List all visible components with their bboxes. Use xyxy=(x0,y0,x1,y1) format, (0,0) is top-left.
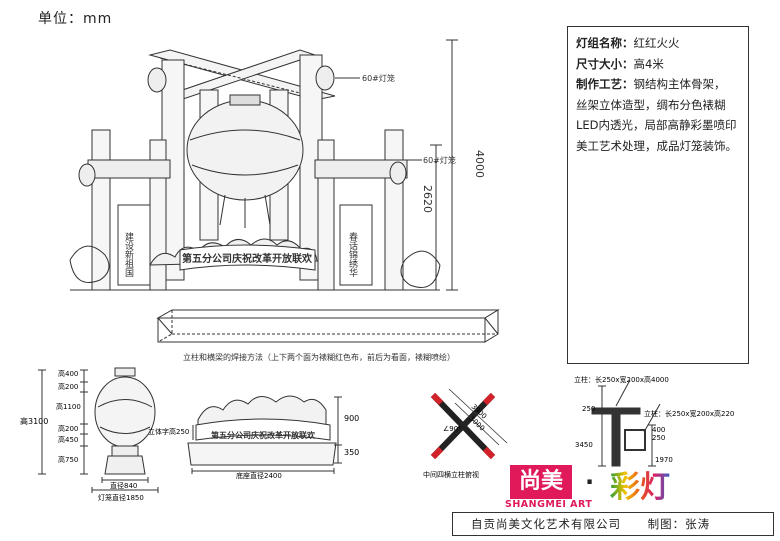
cross-caption: 中间四横立柱俯视 xyxy=(423,470,479,479)
spec-process-line-2: 丝架立体造型，绸布分色裱糊 xyxy=(576,97,726,112)
logo-dot: · xyxy=(585,468,595,496)
lantern-h-total: 高3100 xyxy=(20,416,48,426)
spec-size-row: 尺寸大小：高4米 xyxy=(576,54,748,75)
base-detail-drawing: 第五分公司庆祝改革开放联欢 立体字高250 900 350 底座直径2400 xyxy=(148,395,359,480)
shangmei-logo-sub: SHANGMEI ART xyxy=(505,499,593,510)
lantern-h-1100: 高1100 xyxy=(56,402,81,411)
base-text-height: 立体字高250 xyxy=(148,427,189,436)
spec-size-value: 高4米 xyxy=(633,56,664,71)
right-scroll-text: 春话锦绣华 xyxy=(347,231,358,278)
footer-designer: 制图：张涛 xyxy=(647,517,711,531)
spec-size-label: 尺寸大小： xyxy=(576,56,634,71)
column-dim-250b: 250 xyxy=(652,434,665,442)
spec-name-row: 灯组名称：红红火火 xyxy=(576,33,748,54)
banner-text: 第五分公司庆祝改革开放联欢 xyxy=(182,252,313,265)
spec-process-line-3: LED内透光，局部高静彩墨喷印 xyxy=(576,118,737,132)
lantern-h-200b: 高200 xyxy=(58,424,78,433)
shangmei-logo-mark: 尚美 xyxy=(510,465,572,499)
column-mid-spec: 立柱：长250x宽200x高220 xyxy=(644,409,734,418)
column-dim-3450: 3450 xyxy=(575,441,593,449)
column-dim-400: 400 xyxy=(652,426,665,434)
height-total-label: 4000 xyxy=(473,150,486,178)
base-diameter: 底座直径2400 xyxy=(236,471,282,480)
lantern-diameter: 灯笼直径1850 xyxy=(98,493,144,502)
lantern-h-450: 高450 xyxy=(58,435,78,444)
spec-process-label: 制作工艺： xyxy=(576,77,634,91)
lantern-h-750: 高750 xyxy=(58,455,78,464)
column-dim-1970: 1970 xyxy=(655,456,673,464)
lantern-label-mid: 60#灯笼 xyxy=(423,155,456,165)
column-detail-drawing: 立柱：长250x宽200x高4000 立柱：长250x宽200x高220 250… xyxy=(574,375,734,467)
base-banner-text: 第五分公司庆祝改革开放联欢 xyxy=(211,430,316,440)
height-mid-label: 2620 xyxy=(421,185,434,213)
base-dim-350: 350 xyxy=(344,448,359,457)
spec-process-line-1: 钢结构主体骨架， xyxy=(633,77,726,91)
spec-process-row: 制作工艺：钢结构主体骨架， xyxy=(576,74,748,95)
spec-panel: 灯组名称：红红火火 尺寸大小：高4米 制作工艺：钢结构主体骨架， 丝架立体造型，… xyxy=(567,26,749,364)
cross-angle: ∠90° xyxy=(443,425,462,433)
cross-detail-drawing: 3900 3000 ∠90° 中间四横立柱俯视 xyxy=(423,388,508,479)
footer-bar: 自贡尚美文化艺术有限公司 制图：张涛 xyxy=(452,512,774,536)
left-scroll-text: 建设新祖国 xyxy=(123,231,134,278)
lantern-h-200a: 高200 xyxy=(58,382,78,391)
lantern-base-diameter: 直径840 xyxy=(110,481,137,490)
spec-name-label: 灯组名称： xyxy=(576,36,634,50)
base-dim-900: 900 xyxy=(344,414,359,423)
lantern-label-top: 60#灯笼 xyxy=(362,73,395,83)
footer-company: 自贡尚美文化艺术有限公司 xyxy=(471,517,621,531)
spec-process-line-4: 美工艺术处理，成品灯笼装饰。 xyxy=(576,138,737,153)
beam-note: 立柱和横梁的焊接方法（上下两个面为裱糊红色布，前后为看面，裱糊喷绘） xyxy=(183,352,455,362)
caideng-logo-text: 彩灯 xyxy=(610,462,670,506)
lantern-detail-drawing: 高400 高200 高1100 高200 高450 高750 高3100 直径8… xyxy=(20,367,159,502)
main-elevation-drawing: 第五分公司庆祝改革开放联欢 60#灯笼 60#灯笼 4000 2620 建设新祖… xyxy=(69,39,500,362)
column-dim-250: 250 xyxy=(582,405,595,413)
lantern-h-400: 高400 xyxy=(58,369,78,378)
column-top-spec: 立柱：长250x宽200x高4000 xyxy=(574,375,669,384)
unit-label: 单位：mm xyxy=(38,11,113,27)
spec-name-value: 红红火火 xyxy=(633,36,680,50)
